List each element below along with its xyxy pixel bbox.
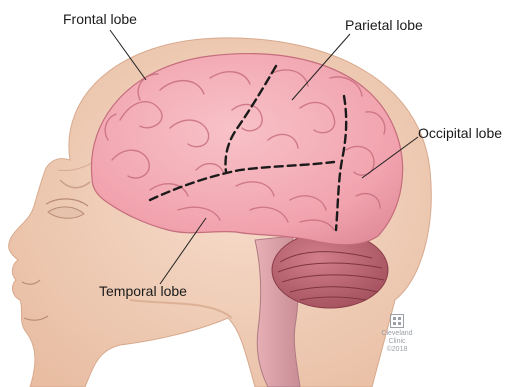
cleveland-clinic-logo: Cleveland Clinic ©2018 (367, 314, 427, 354)
cleveland-clinic-mark-icon (390, 314, 404, 328)
frontal-lobe-label: Frontal lobe (63, 11, 137, 27)
cerebrum (91, 54, 402, 245)
occipital-lobe-label: Occipital lobe (418, 125, 502, 141)
logo-name-line1: Cleveland (367, 330, 427, 338)
logo-copyright: ©2018 (367, 346, 427, 354)
temporal-lobe-label: Temporal lobe (99, 283, 187, 299)
logo-name-line2: Clinic (367, 338, 427, 346)
parietal-lobe-label: Parietal lobe (345, 17, 423, 33)
